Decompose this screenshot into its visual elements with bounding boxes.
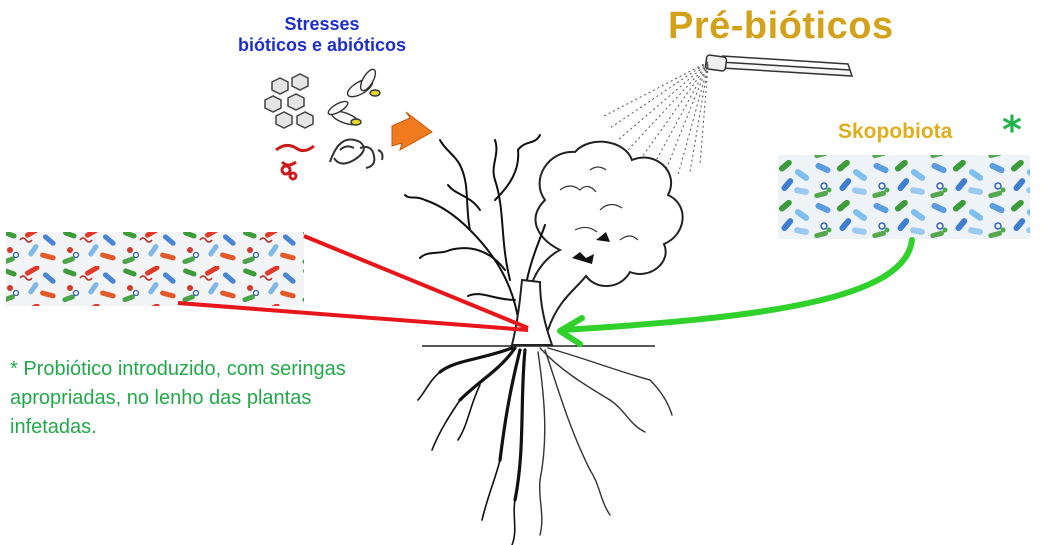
prebioticos-title: Pré-bióticos bbox=[668, 5, 894, 47]
skopobiota-microbiota-panel bbox=[778, 155, 1030, 239]
tree-icon bbox=[404, 134, 684, 545]
spray-mist-icon bbox=[603, 61, 709, 176]
red-pathogen-arrows bbox=[177, 234, 529, 332]
pathogen-microbiota-panel bbox=[6, 232, 304, 306]
green-arrowhead-icon bbox=[557, 315, 585, 347]
red-arrow-upper bbox=[303, 234, 529, 330]
bacteria-icon bbox=[275, 143, 315, 181]
footnote-text: * Probiótico introduzido, com seringas a… bbox=[10, 358, 346, 438]
green-probiotic-arrow bbox=[557, 237, 915, 347]
stresses-title-line1: Stresses bbox=[284, 14, 360, 34]
stresses-icons bbox=[264, 68, 433, 181]
sprayer-icon bbox=[603, 54, 854, 176]
insect-icon bbox=[327, 68, 381, 126]
stresses-title-line2: bióticos e abióticos bbox=[237, 35, 407, 55]
red-arrow-lower bbox=[177, 301, 529, 332]
tree-roots bbox=[417, 346, 673, 545]
stress-arrow-icon bbox=[391, 111, 433, 152]
stresses-title: Stresses bióticos e abióticos bbox=[222, 14, 422, 56]
virus-particles-icon bbox=[264, 73, 314, 129]
skopobiota-title: Skopobiota bbox=[838, 120, 953, 143]
fungi-icon bbox=[329, 138, 384, 169]
skopobiota-star: * bbox=[1002, 108, 1022, 152]
